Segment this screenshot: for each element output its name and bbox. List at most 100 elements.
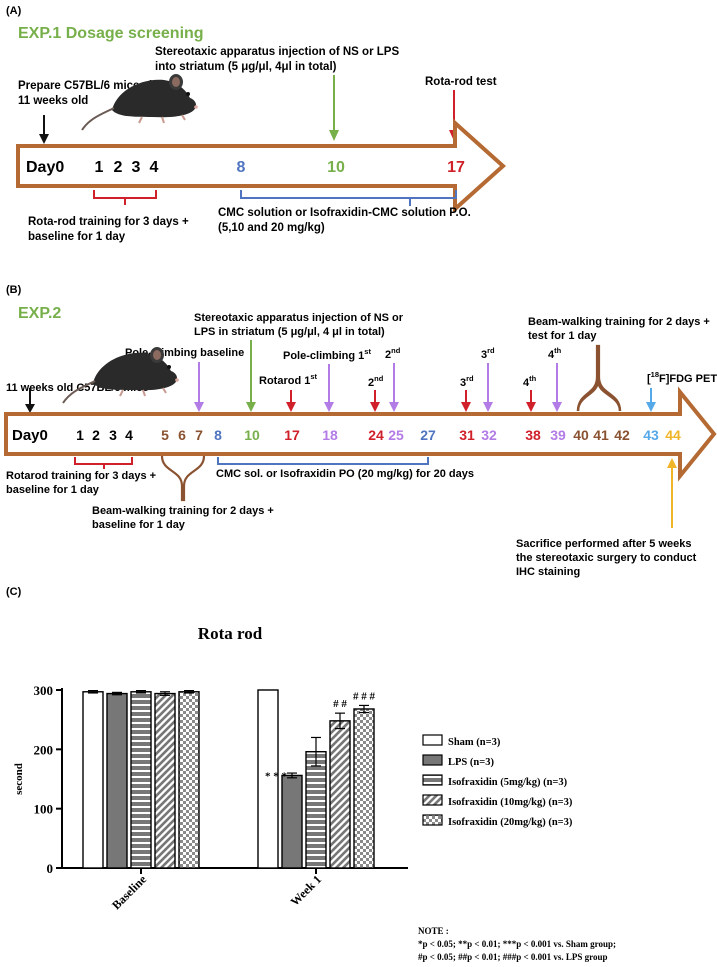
legend-swatch: [422, 814, 443, 826]
panel-a: (A) EXP.1 Dosage screening Stereotaxic a…: [6, 5, 506, 243]
day-38-b: 38: [525, 427, 541, 443]
bar: [178, 691, 200, 869]
day-8-a: 8: [237, 159, 246, 176]
day-1-a: 1: [95, 159, 104, 176]
arrow-rotarod-2nd: [370, 390, 380, 412]
beam-bottom-brace: [160, 455, 206, 502]
day-1-b: 1: [76, 427, 84, 443]
pet-label: [18F]FDG PET: [647, 370, 717, 385]
rotarod-2nd-label: 2nd: [368, 374, 384, 389]
day0-label-b: Day0: [12, 427, 48, 444]
day-42-b: 42: [614, 427, 630, 443]
x-tick-label: Baseline: [109, 872, 150, 913]
legend-label: Sham (n=3): [448, 737, 501, 748]
day-39-b: 39: [550, 427, 566, 443]
legend-label: Isofraxidin (10mg/kg) (n=3): [448, 797, 573, 808]
legend-swatch: [422, 794, 443, 806]
day-4-a: 4: [150, 159, 159, 176]
beam-top-line2: test for 1 day: [528, 330, 597, 342]
day-17-a: 17: [447, 159, 465, 176]
rotarod-training-line2: baseline for 1 day: [6, 484, 100, 496]
arrow-pet: [646, 388, 656, 412]
bar: [130, 691, 152, 869]
beam-bottom-line2: baseline for 1 day: [92, 519, 186, 531]
timeline-arrow-b: [4, 386, 717, 482]
injection-b-line1: Stereotaxic apparatus injection of NS or: [194, 312, 404, 324]
panel-a-title: EXP.1 Dosage screening: [18, 25, 204, 42]
arrow-pole-2nd: [389, 363, 399, 412]
beam-bottom-line1: Beam-walking training for 2 days +: [92, 505, 274, 517]
significance-label: # # #: [353, 690, 376, 702]
rotarod-training-bracket: [74, 457, 133, 469]
arrow-injection: [329, 75, 339, 141]
arrow-pole-4th: [552, 363, 562, 412]
rotarod-training-line1: Rotarod training for 3 days +: [6, 470, 156, 482]
panel-a-label: (A): [6, 5, 22, 17]
y-axis-label: second: [13, 763, 25, 795]
y-tick-label: 100: [34, 802, 54, 817]
panel-b-label: (B): [6, 284, 22, 296]
training-label-line2: baseline for 1 day: [28, 231, 126, 243]
beam-top-line1: Beam-walking training for 2 days +: [528, 316, 710, 328]
pole-4th-label: 4th: [548, 346, 562, 361]
day-27-b: 27: [420, 427, 436, 443]
day-18-b: 18: [322, 427, 338, 443]
day-5-b: 5: [161, 427, 169, 443]
arrow-injection-b: [246, 340, 256, 412]
note-title: NOTE :: [418, 926, 449, 936]
cmc-bracket-b: [217, 457, 429, 465]
y-tick-label: 0: [47, 861, 54, 876]
day-24-b: 24: [368, 427, 384, 443]
day0-label-a: Day0: [26, 159, 64, 176]
bar: [329, 720, 351, 869]
bar: [257, 689, 279, 869]
day-8-b: 8: [214, 427, 222, 443]
day-4-b: 4: [125, 427, 133, 443]
bar: [154, 692, 176, 869]
day-17-b: 17: [284, 427, 300, 443]
significance-label: * * *: [265, 770, 288, 782]
injection-label-line1: Stereotaxic apparatus injection of NS or…: [155, 46, 399, 58]
legend-label: LPS (n=3): [448, 757, 494, 768]
arrow-mice-b: [25, 388, 35, 413]
arrow-pole-1st: [324, 364, 334, 412]
day-2-a: 2: [114, 159, 123, 176]
pole-3rd-label: 3rd: [481, 346, 495, 361]
legend-label: Isofraxidin (20mg/kg) (n=3): [448, 817, 573, 828]
day-3-b: 3: [109, 427, 117, 443]
mouse-image-b: [62, 346, 180, 404]
legend-swatch: [422, 734, 443, 746]
day-41-b: 41: [593, 427, 609, 443]
chart-title: Rota rod: [198, 624, 263, 643]
bar: [353, 708, 375, 869]
arrow-prepare: [39, 115, 49, 144]
bar: [82, 691, 104, 869]
beam-top-brace-shape: [576, 344, 622, 412]
day-10-b: 10: [244, 427, 260, 443]
note-line1: *p < 0.05; **p < 0.01; ***p < 0.001 vs. …: [418, 939, 616, 949]
arrow-rotarod-1st: [286, 390, 296, 412]
injection-label-line2: into striatum (5 μg/μl, 4μl in total): [155, 61, 337, 73]
y-tick-label: 300: [34, 683, 54, 698]
rotarod-test-label: Rota-rod test: [425, 76, 497, 88]
sacrifice-line3: IHC staining: [516, 566, 580, 578]
prepare-label-line2: 11 weeks old: [18, 95, 88, 107]
legend-label: Isofraxidin (5mg/kg) (n=3): [448, 777, 568, 788]
arrow-sacrifice: [667, 458, 677, 528]
day-43-b: 43: [643, 427, 659, 443]
timeline-arrow-a: [16, 118, 506, 214]
bar: [106, 692, 128, 869]
x-tick-label: Week 1: [288, 872, 325, 909]
arrow-rotarod-4th: [526, 390, 536, 412]
sacrifice-line1: Sacrifice performed after 5 weeks: [516, 538, 691, 550]
day-25-b: 25: [388, 427, 404, 443]
day-6-b: 6: [178, 427, 186, 443]
day-44-b: 44: [665, 427, 681, 443]
day-32-b: 32: [481, 427, 497, 443]
pole-2nd-label: 2nd: [385, 346, 401, 361]
panel-b: (B) EXP.2 Stereotaxic apparatus injectio…: [4, 284, 717, 578]
bar: [305, 751, 327, 869]
arrow-pole-baseline: [194, 362, 204, 412]
